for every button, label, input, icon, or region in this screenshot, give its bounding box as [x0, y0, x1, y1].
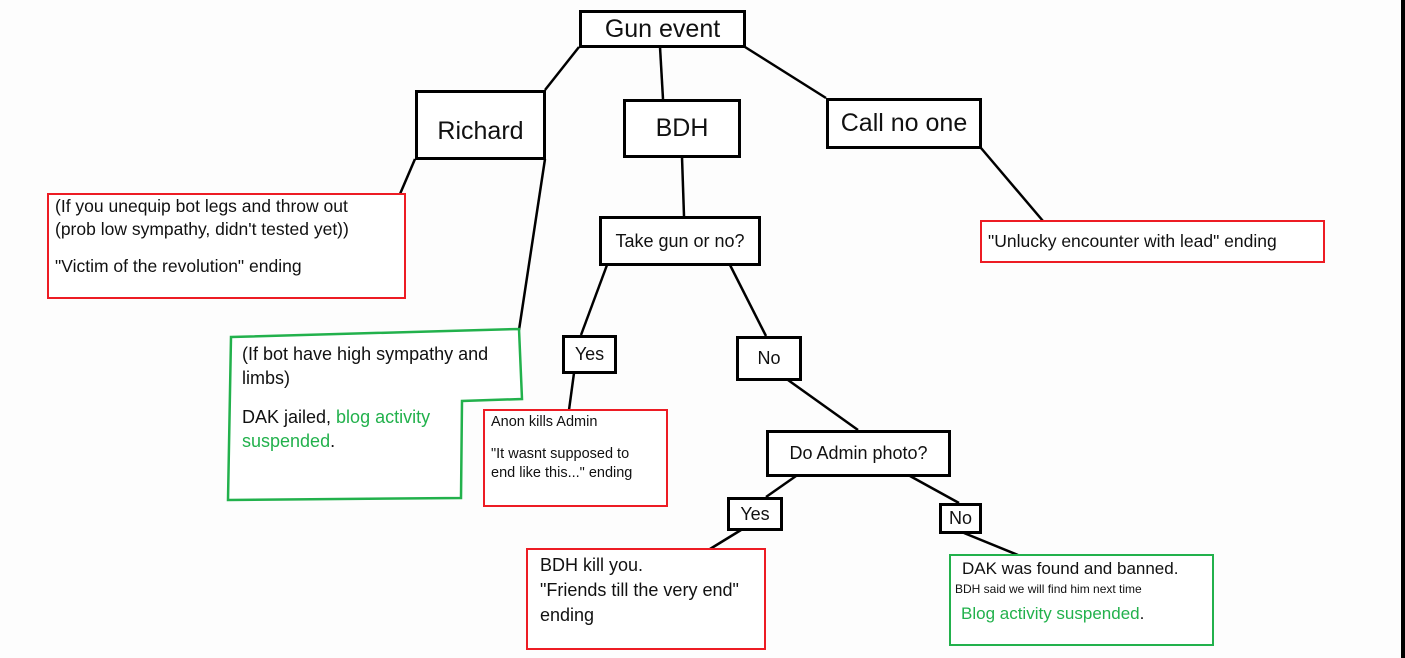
outcome-ending-label: ending [540, 605, 595, 626]
edge-photo-yes-friends [709, 528, 742, 551]
dak-jailed-outline [226, 327, 524, 502]
node-gun-event: Gun event [579, 10, 746, 48]
edge-take-gun-yes [579, 264, 609, 336]
outcome-status-green: Blog activity suspended [961, 604, 1140, 624]
edge-photo-no-dak-banned [963, 531, 1019, 557]
outcome-status-green: blog activity [336, 406, 431, 427]
outcome-line: BDH said we will find him next time [955, 581, 1142, 596]
edge-root-call-no-one [744, 45, 827, 100]
node-take-gun-yes: Yes [562, 335, 617, 374]
edge-bdh-take-gun [680, 156, 686, 217]
node-do-admin-photo: Do Admin photo? [766, 430, 951, 477]
outcome-text: . [330, 430, 336, 451]
outcome-line: DAK was found and banned. [962, 559, 1179, 578]
edge-root-richard [544, 46, 580, 91]
outcome-line: "Friends till the very end" [540, 580, 739, 601]
outcome-line: (If bot have high sympathy and [242, 344, 489, 364]
node-call-no-one: Call no one [826, 98, 982, 149]
edge-take-gun-no [728, 264, 768, 337]
outcome-line: "It wasnt supposed to [491, 445, 630, 462]
outcome-dak-banned: DAK was found and banned. BDH said we wi… [949, 554, 1214, 646]
edge-call-no-one-unlucky [980, 147, 1044, 222]
node-bdh: BDH [623, 99, 741, 158]
outcome-ending-label: "Victim of the revolution" ending [55, 255, 302, 276]
node-take-gun: Take gun or no? [599, 216, 761, 266]
outcome-victim-of-revolution: (If you unequip bot legs and throw out (… [47, 193, 406, 299]
outcome-status-green: suspended [242, 430, 331, 451]
node-richard: Richard [415, 90, 546, 160]
node-take-gun-no: No [736, 336, 802, 381]
outcome-line: BDH kill you. [540, 555, 644, 575]
outcome-text: . [1139, 604, 1145, 624]
outcome-ending-label: end like this..." ending [491, 465, 633, 482]
outcome-dak-jailed: (If bot have high sympathy and limbs) DA… [242, 342, 488, 453]
outcome-line: limbs) [242, 368, 290, 389]
outcome-friends-till-the-end: BDH kill you. "Friends till the very end… [526, 548, 766, 650]
window-edge-bar [1401, 0, 1405, 658]
edge-root-bdh [658, 46, 665, 100]
edge-richard-dak-jailed [517, 158, 547, 331]
outcome-line: (prob low sympathy, didn't tested yet)) [55, 218, 349, 239]
node-photo-no: No [939, 503, 982, 534]
outcome-anon-kills-admin: Anon kills Admin "It wasnt supposed to e… [483, 409, 668, 507]
outcome-line: Anon kills Admin [491, 414, 598, 430]
outcome-text: DAK jailed, [242, 406, 337, 427]
node-photo-yes: Yes [727, 497, 783, 531]
outcome-line: (If you unequip bot legs and throw out [55, 196, 348, 216]
edge-do-admin-no [909, 474, 960, 505]
edge-yes-anon [567, 372, 576, 411]
edge-richard-victim [398, 158, 417, 195]
outcome-unlucky-encounter: "Unlucky encounter with lead" ending [980, 220, 1325, 263]
edge-do-admin-yes [765, 474, 797, 499]
edge-no-do-admin [787, 378, 859, 432]
